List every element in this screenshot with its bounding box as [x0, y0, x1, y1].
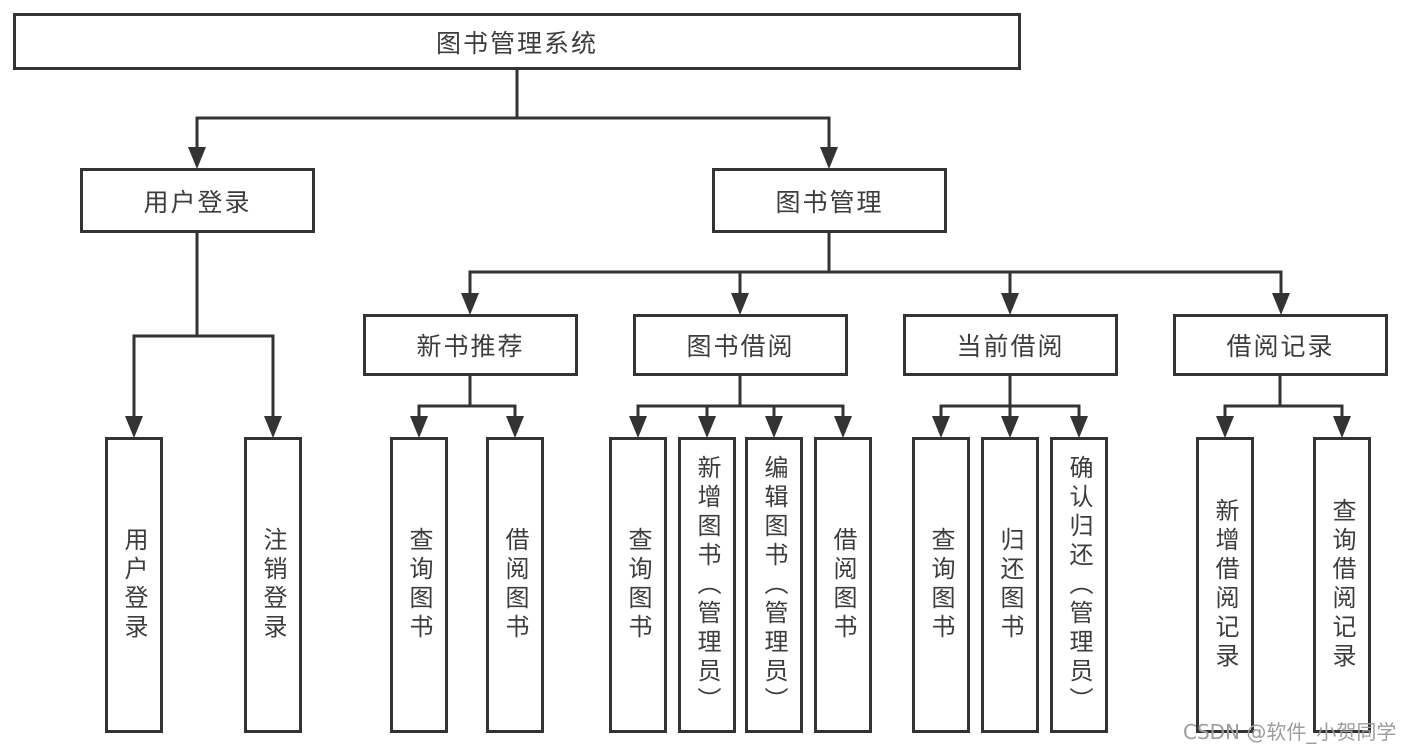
node-label: 图书管理	[775, 187, 884, 217]
node-leaf-edit-books-admin: 编辑图书（管理员）	[745, 437, 803, 733]
node-user-login: 用户登录	[80, 168, 315, 233]
node-label: 用户登录	[120, 527, 148, 643]
node-borrow-records: 借阅记录	[1173, 314, 1388, 376]
node-new-book-recommend: 新书推荐	[363, 314, 578, 376]
node-label: 确认归还（管理员）	[1065, 454, 1093, 716]
node-leaf-query-borrow-record: 查询借阅记录	[1313, 437, 1371, 733]
node-label: 新增借阅记录	[1211, 498, 1239, 672]
node-label: 归还图书	[996, 527, 1024, 643]
arrowhead-icons	[125, 147, 1351, 438]
node-label: 图书借阅	[686, 332, 795, 361]
node-leaf-query-books-current: 查询图书	[912, 437, 970, 733]
node-label: 查询图书	[405, 527, 433, 643]
node-root-library-management-system: 图书管理系统	[13, 13, 1021, 70]
node-label: 用户登录	[143, 187, 252, 217]
node-current-borrowing: 当前借阅	[903, 314, 1118, 376]
node-book-management: 图书管理	[712, 168, 947, 233]
node-label: 新书推荐	[416, 332, 525, 361]
node-label: 借阅图书	[501, 527, 529, 643]
node-leaf-logout: 注销登录	[244, 437, 302, 733]
node-label: 借阅记录	[1226, 332, 1335, 361]
node-leaf-add-books-admin: 新增图书（管理员）	[678, 437, 736, 733]
node-leaf-add-borrow-record: 新增借阅记录	[1196, 437, 1254, 733]
csdn-watermark: CSDN @软件_小贺同学	[1183, 720, 1397, 744]
node-label: 图书管理系统	[435, 28, 598, 58]
node-leaf-query-books-borrowing: 查询图书	[609, 437, 667, 733]
node-label: 查询借阅记录	[1328, 498, 1356, 672]
node-book-borrowing: 图书借阅	[633, 314, 848, 376]
node-leaf-borrow-books-recommend: 借阅图书	[486, 437, 544, 733]
node-label: 当前借阅	[956, 332, 1065, 361]
node-leaf-confirm-return-admin: 确认归还（管理员）	[1050, 437, 1108, 733]
node-label: 借阅图书	[829, 527, 857, 643]
node-label: 新增图书（管理员）	[693, 454, 721, 716]
node-label: 编辑图书（管理员）	[760, 454, 788, 716]
node-label: 查询图书	[624, 527, 652, 643]
node-leaf-query-books-recommend: 查询图书	[390, 437, 448, 733]
node-label: 查询图书	[927, 527, 955, 643]
node-leaf-return-books: 归还图书	[981, 437, 1039, 733]
node-label: 注销登录	[259, 527, 287, 643]
node-leaf-user-login: 用户登录	[105, 437, 163, 733]
node-leaf-borrow-books-borrowing: 借阅图书	[814, 437, 872, 733]
